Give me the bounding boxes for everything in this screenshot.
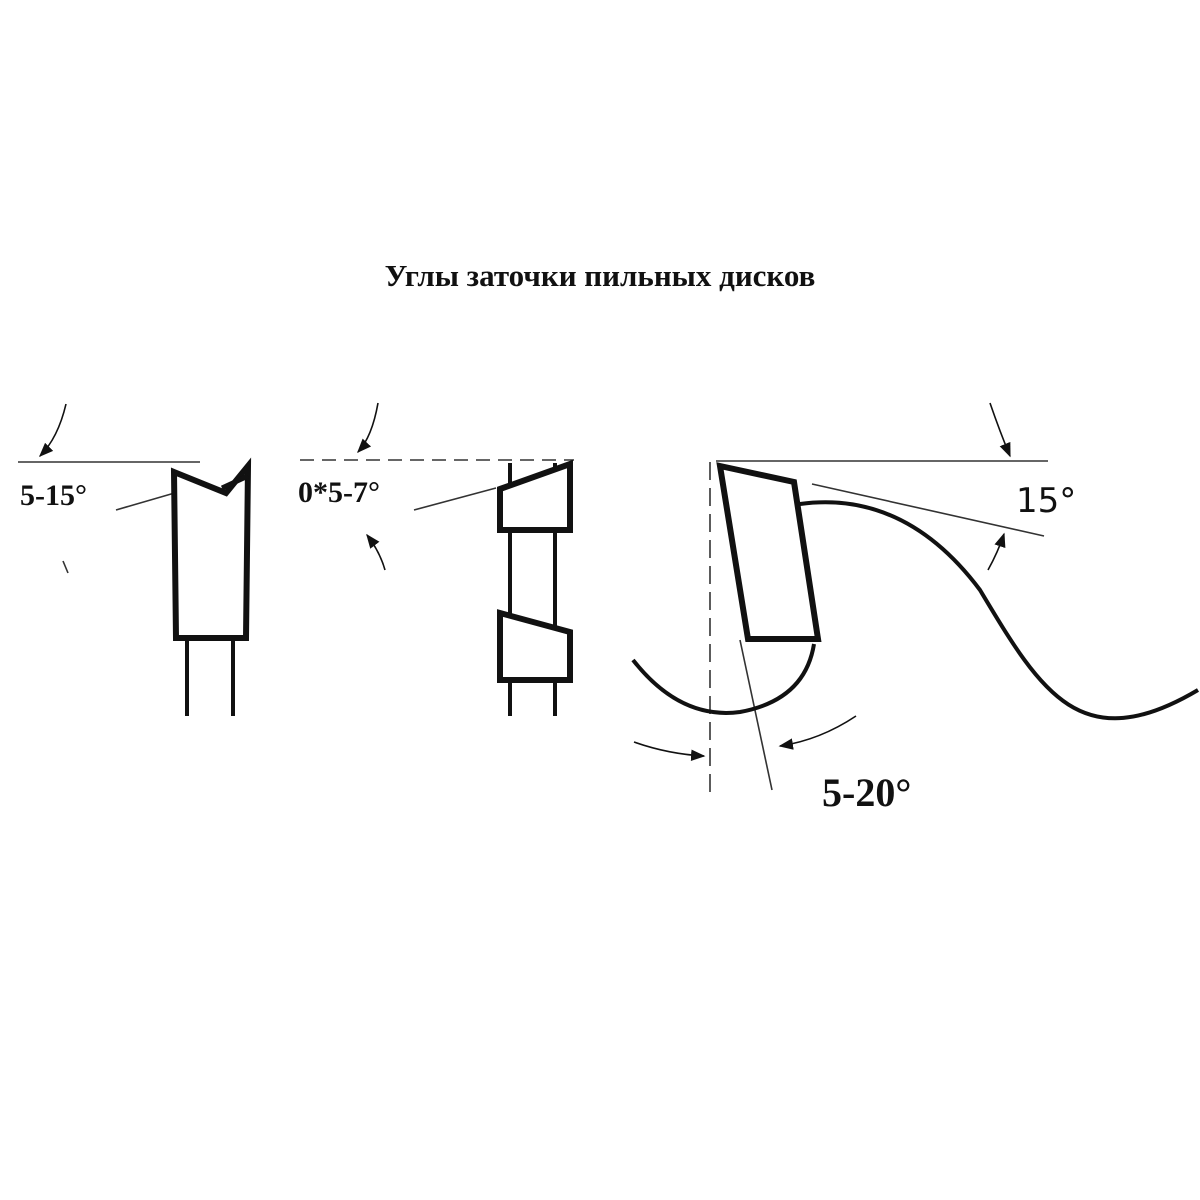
angle-arrow-bottom xyxy=(366,533,386,571)
angle-label-rake: 5-20° xyxy=(822,770,911,815)
hook-angle-arrow-bottom xyxy=(987,532,1006,571)
angle-label-top-bevel: 5-15° xyxy=(20,479,87,512)
angle-label-hook: 15° xyxy=(1016,481,1076,521)
figure-tooth-profile: 15° 5-20° xyxy=(631,402,1200,815)
tooth-face-extension xyxy=(739,639,773,791)
figure-alternate-bevel: 0*5-7° xyxy=(298,402,574,716)
rake-angle-arrow-left xyxy=(633,741,706,762)
clearance-line xyxy=(811,483,1045,537)
gullet-curve xyxy=(631,643,816,715)
diagram-title: Углы заточки пильных дисков xyxy=(384,258,816,293)
figure-top-bevel: 5-15° xyxy=(18,403,252,716)
tooth-lower xyxy=(497,609,573,683)
angle-label-alternate-bevel: 0*5-7° xyxy=(298,476,380,509)
tooth-bevel-edge xyxy=(220,473,250,491)
tooth-upper xyxy=(497,459,573,533)
bevel-extension-line xyxy=(413,487,497,511)
tooth-body xyxy=(716,462,822,642)
hook-angle-arrow-top xyxy=(989,402,1011,458)
angle-arrow-bottom-stub xyxy=(62,560,69,574)
rake-angle-arrow-right xyxy=(778,715,857,750)
bevel-extension-line xyxy=(115,491,179,511)
angle-arrow-top xyxy=(357,402,379,454)
angle-arrow-top xyxy=(38,403,67,458)
tooth-back-curve xyxy=(799,500,1200,721)
tooth-outline xyxy=(170,457,252,641)
